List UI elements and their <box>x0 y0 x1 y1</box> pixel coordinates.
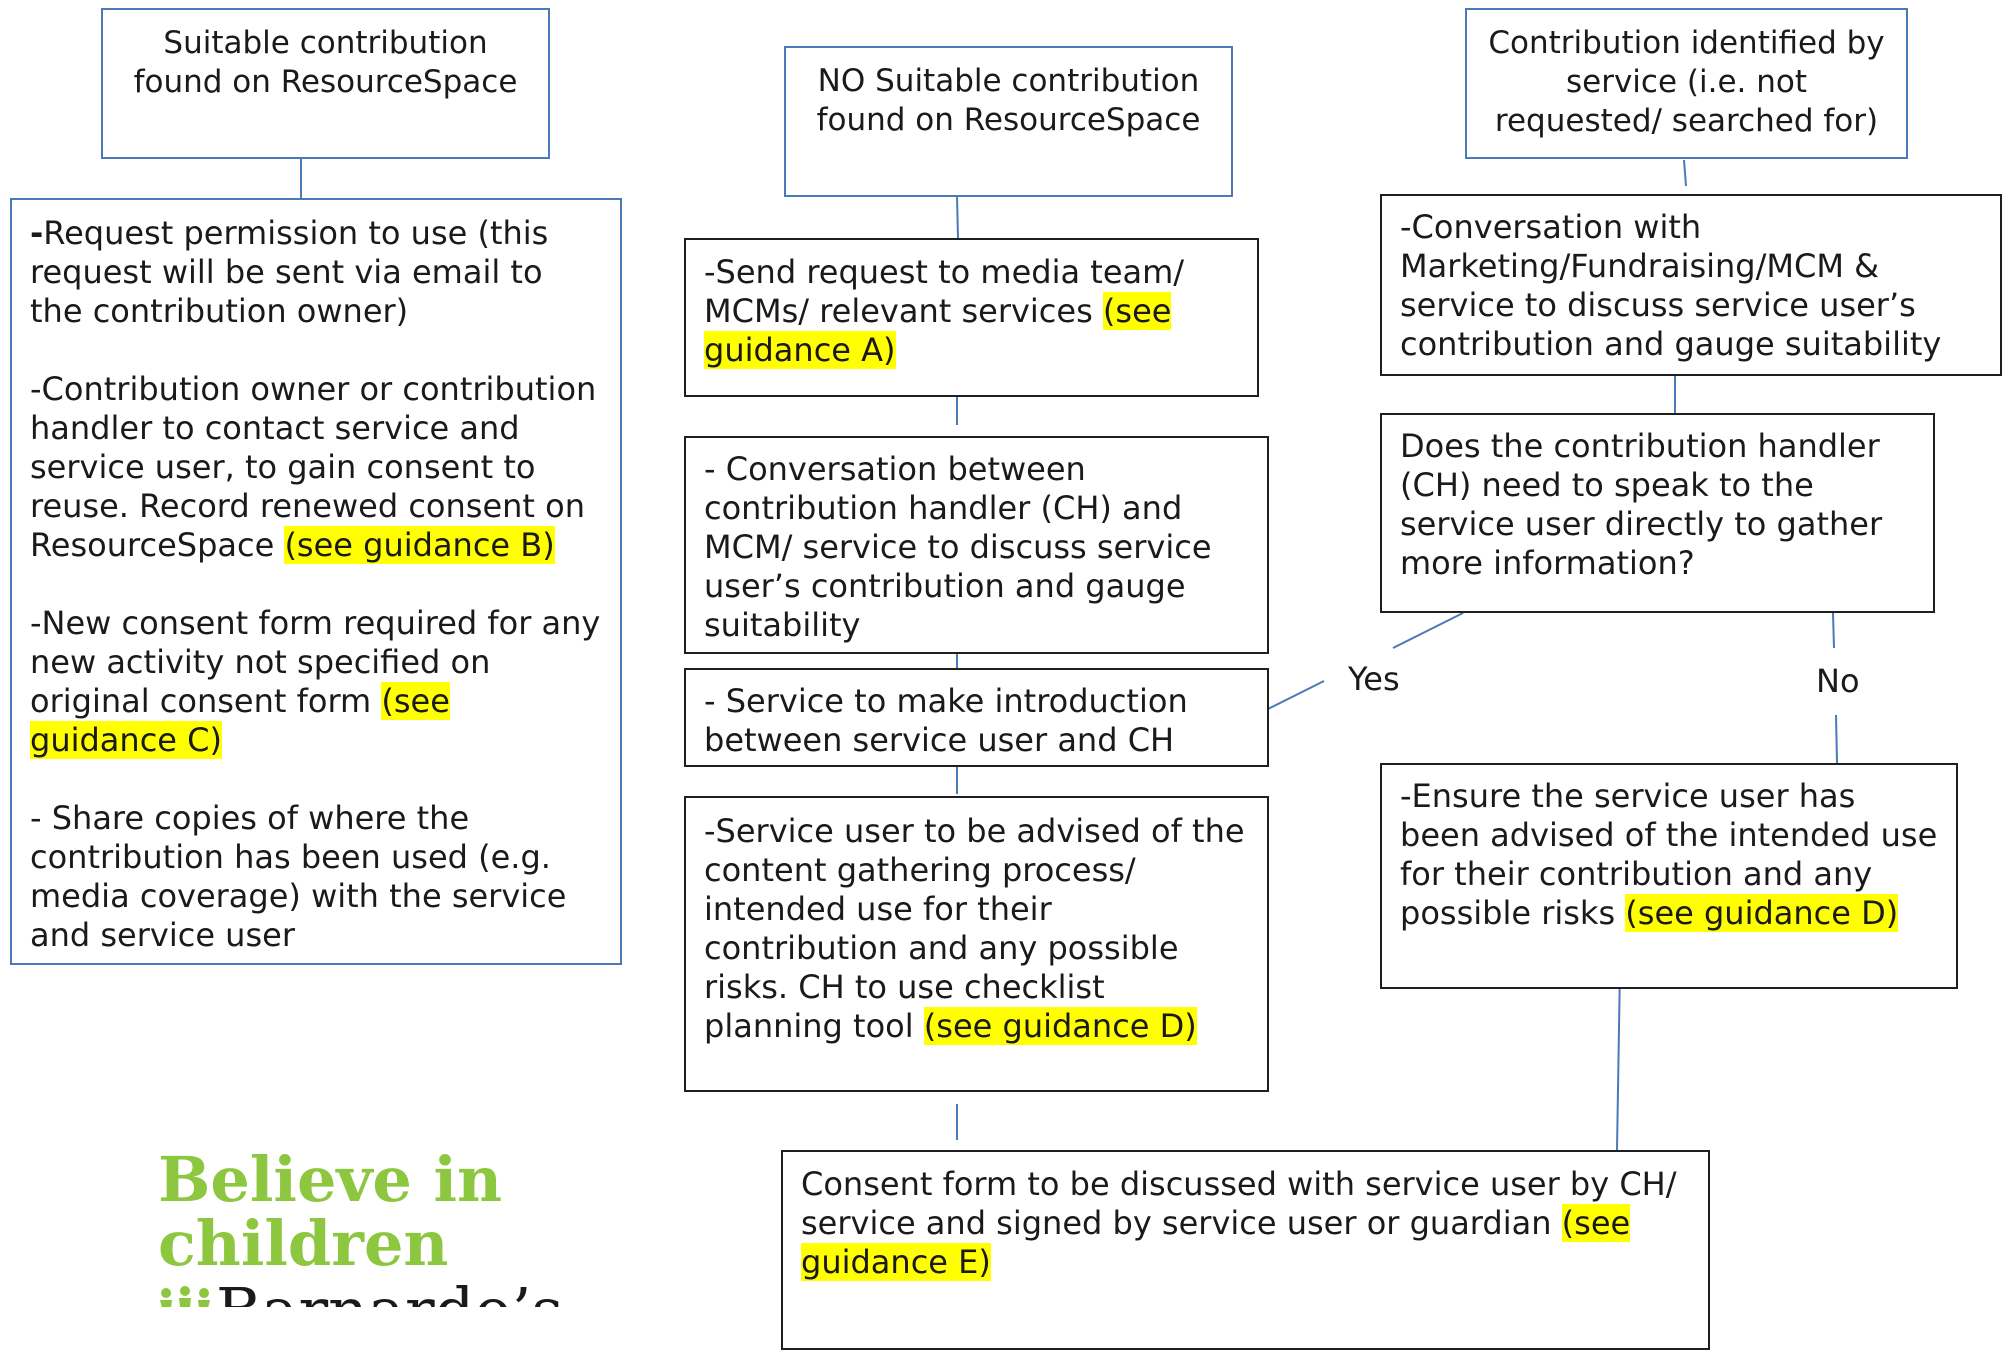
connector <box>1835 714 1838 764</box>
marketing-conversation-box: -Conversation with Marketing/Fundraising… <box>1380 194 2002 376</box>
share-copies-step: - Share copies of where the contribution… <box>30 799 567 954</box>
logo-brand: Barnardo’s <box>158 1280 563 1307</box>
no-suitable-contribution-box: NO Suitable contribution found on Resour… <box>784 46 1233 197</box>
gain-consent-step: -Contribution owner or contribution hand… <box>30 370 597 564</box>
guidance-d-highlight: (see guidance D) <box>923 1007 1197 1045</box>
guidance-d-highlight: (see guidance D) <box>1625 894 1899 932</box>
yes-label: Yes <box>1348 660 1400 698</box>
service-user-advised-box: -Service user to be advised of the conte… <box>684 796 1269 1092</box>
suitable-contribution-box: Suitable contribution found on ResourceS… <box>101 8 550 159</box>
consent-form-box: Consent form to be discussed with servic… <box>781 1150 1710 1350</box>
barnardos-logo: Believe in children Barnardo’s <box>158 1148 573 1307</box>
contribution-identified-box: Contribution identified by service (i.e.… <box>1465 8 1908 159</box>
reuse-permission-box: -Request permission to use (this request… <box>10 198 622 965</box>
guidance-b-highlight: (see guidance B) <box>284 526 555 564</box>
suitable-contribution-text: Suitable contribution found on ResourceS… <box>133 25 518 100</box>
no-label: No <box>1816 662 1860 700</box>
logo-tagline-line1: Believe in <box>158 1148 503 1216</box>
request-permission-step: -Request permission to use (this request… <box>30 214 549 330</box>
service-introduction-box: - Service to make introduction between s… <box>684 668 1269 767</box>
contribution-identified-text: Contribution identified by service (i.e.… <box>1488 25 1885 139</box>
ch-conversation-box: - Conversation between contribution hand… <box>684 436 1269 654</box>
ensure-advised-box: -Ensure the service user has been advise… <box>1380 763 1958 989</box>
logo-brand-name: Barnardo’s <box>216 1274 563 1308</box>
connector <box>1683 159 1687 187</box>
speak-directly-question-box: Does the contribution handler (CH) need … <box>1380 413 1935 613</box>
connector <box>1267 680 1325 710</box>
connector <box>956 195 959 239</box>
new-consent-form-step: -New consent form required for any new a… <box>30 604 601 759</box>
barnardos-children-icon <box>160 1286 210 1307</box>
send-request-box: -Send request to media team/ MCMs/ relev… <box>684 238 1259 397</box>
no-suitable-contribution-text: NO Suitable contribution found on Resour… <box>816 63 1201 138</box>
connector <box>1616 966 1621 1151</box>
connector-lines <box>300 157 1838 1151</box>
logo-tagline-line2: children <box>158 1207 449 1280</box>
connector <box>1392 612 1464 649</box>
connector <box>1832 612 1835 649</box>
